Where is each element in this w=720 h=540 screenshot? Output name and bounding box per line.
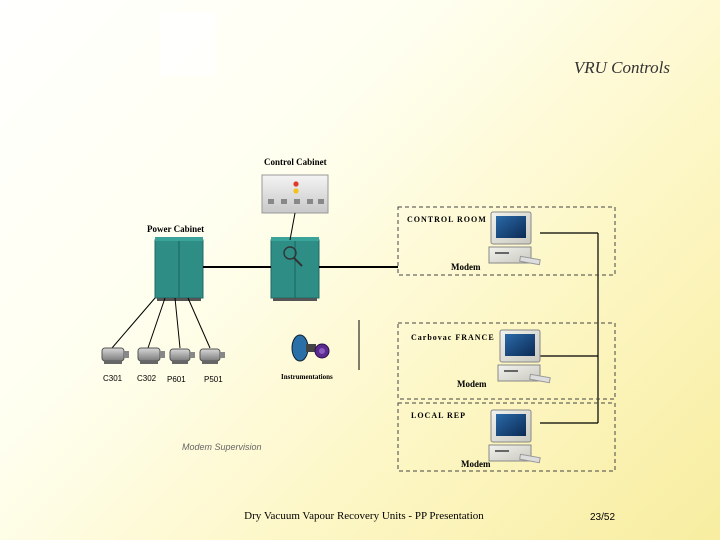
modem-label-local-rep: Modem: [461, 459, 491, 469]
slide-title: VRU Controls: [573, 58, 670, 77]
equipment-label-p501: P501: [204, 375, 223, 384]
modem-label-control-room: Modem: [451, 262, 481, 272]
control-cabinet-panel: [261, 174, 329, 214]
slide-footer: Dry Vacuum Vapour Recovery Units - PP Pr…: [244, 510, 484, 522]
power-cabinet: [154, 237, 204, 301]
modem-supervision-label: Modem Supervision: [182, 442, 262, 452]
power-cabinet-label: Power Cabinet: [147, 224, 205, 234]
site-label-control-room: CONTROL ROOM: [407, 215, 487, 224]
motor-c301: [101, 347, 129, 364]
decorative-square: [160, 12, 216, 76]
control-cabinet-enclosure: [270, 237, 320, 301]
computer-control-room: [488, 211, 541, 266]
site-label-carbovac-france: Carbovac FRANCE: [411, 333, 495, 342]
site-label-local-rep: LOCAL REP: [411, 411, 467, 420]
equipment-label-c301: C301: [103, 374, 123, 383]
control-cabinet-label: Control Cabinet: [264, 157, 327, 167]
instrumentation-device: [291, 334, 330, 362]
motor-c302: [137, 347, 165, 364]
pump-p501: [199, 348, 225, 364]
computer-local-rep: [488, 409, 541, 464]
pump-p601: [169, 348, 195, 364]
modem-label-carbovac-france: Modem: [457, 379, 487, 389]
instrumentation-label: Instrumentations: [281, 373, 333, 381]
connection-lines: [111, 212, 599, 424]
computer-carbovac-france: [497, 329, 551, 384]
equipment-label-p601: P601: [167, 375, 186, 384]
site-boxes: [397, 206, 616, 472]
equipment-label-c302: C302: [137, 374, 157, 383]
page-number: 23/52: [590, 512, 616, 523]
